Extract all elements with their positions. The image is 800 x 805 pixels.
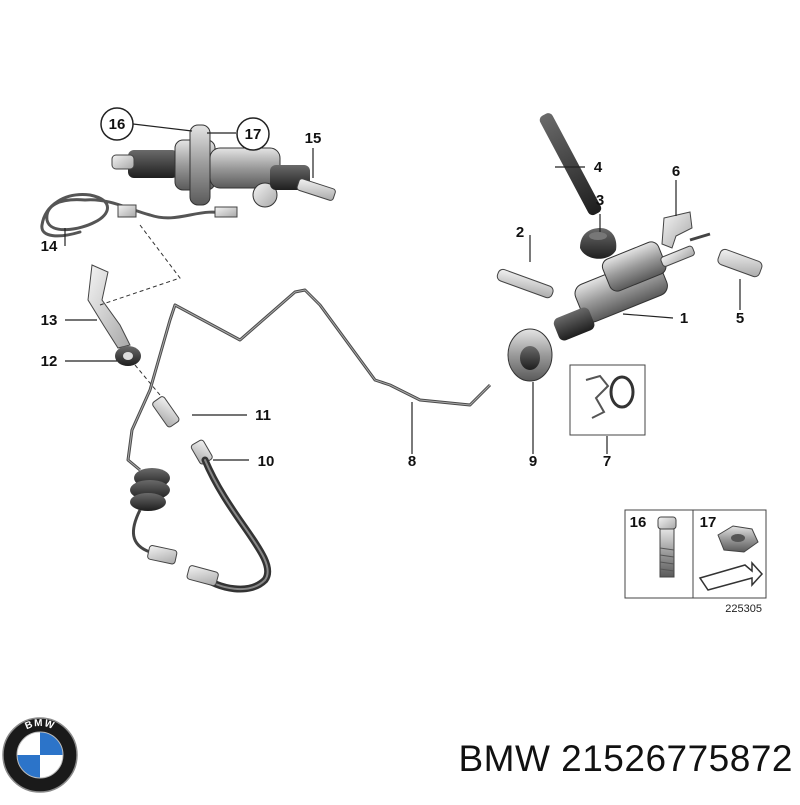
callout-15: 15	[305, 130, 322, 147]
callout-9: 9	[529, 453, 537, 470]
master-cylinder-1	[553, 232, 711, 341]
callout-14: 14	[41, 238, 58, 255]
callout-1: 1	[680, 310, 688, 327]
boot-3	[580, 228, 617, 259]
rubber-boot	[130, 468, 170, 511]
slave-cylinder	[111, 124, 336, 208]
assembly-guides	[99, 224, 181, 396]
nut-icon	[717, 525, 759, 553]
callout-10: 10	[258, 453, 275, 470]
pipe-8	[126, 288, 492, 472]
banjo-bolt-icon	[657, 516, 677, 578]
clip-6	[661, 211, 693, 249]
part-number-label: BMW 21526775872	[458, 738, 793, 779]
callout-5: 5	[736, 310, 744, 327]
callout-17: 17	[245, 126, 262, 143]
callout-3: 3	[596, 192, 604, 209]
pipe-14	[40, 193, 238, 238]
hose-10-11	[130, 396, 272, 593]
rod-4	[539, 113, 602, 216]
pin-2	[496, 268, 554, 299]
seal-kit-box-7	[569, 364, 646, 436]
bracket-13	[87, 264, 131, 349]
inset-label-16: 16	[630, 514, 647, 531]
inset-box	[624, 509, 767, 599]
direction-arrow-icon	[698, 561, 764, 591]
callout-circle-16	[100, 107, 134, 141]
svg-text:BMW: BMW	[23, 718, 56, 732]
callout-2: 2	[516, 224, 524, 241]
callout-4: 4	[594, 159, 603, 176]
leader-lines	[64, 123, 741, 461]
callout-circle-17	[236, 117, 270, 151]
callout-7: 7	[603, 453, 611, 470]
callout-13: 13	[41, 312, 58, 329]
callout-12: 12	[41, 353, 58, 370]
fork-5	[717, 248, 763, 278]
callout-16: 16	[109, 116, 126, 133]
callout-8: 8	[408, 453, 416, 470]
bmw-logo: BMW	[2, 717, 78, 793]
inset-label-17: 17	[700, 514, 717, 531]
grommet-12	[115, 346, 141, 366]
logo-text: BMW	[23, 718, 55, 732]
callout-11: 11	[255, 407, 271, 424]
drawing-number: 225305	[725, 603, 762, 615]
callout-6: 6	[672, 163, 680, 180]
seal-9	[507, 328, 553, 382]
